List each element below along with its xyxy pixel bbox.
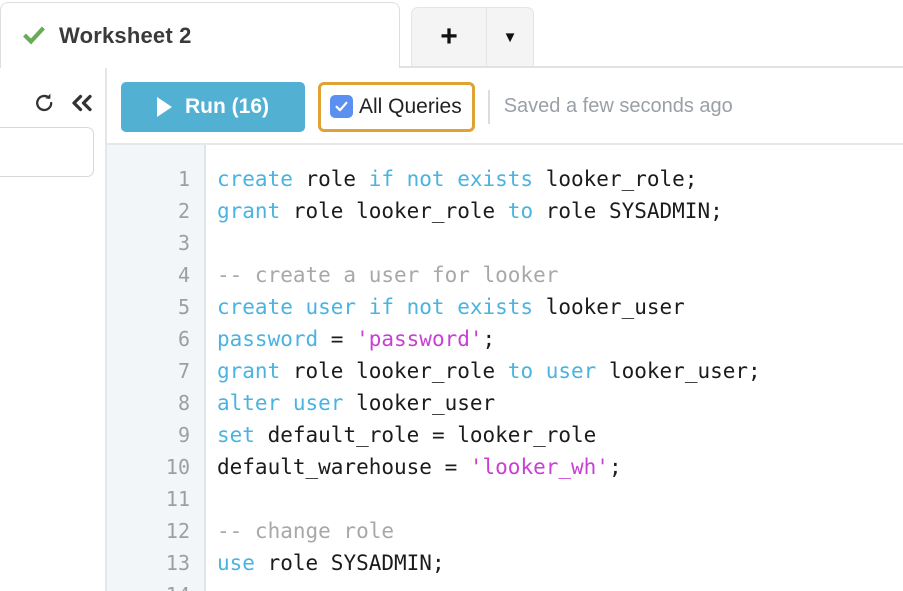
tab-title: Worksheet 2 — [59, 22, 192, 48]
code-token: ; — [608, 455, 622, 479]
code-line: default_warehouse = 'looker_wh'; — [217, 451, 622, 483]
saved-status-text: Saved a few seconds ago — [503, 95, 733, 117]
code-line: grant role looker_role to role SYSADMIN; — [217, 195, 723, 227]
chevrons-left-icon[interactable] — [69, 93, 95, 113]
left-rail-input[interactable] — [0, 127, 94, 177]
code-token: = — [318, 327, 357, 351]
code-token: if not exists — [368, 167, 534, 191]
code-token: role looker_role — [280, 359, 508, 383]
code-token: role looker_role — [280, 199, 508, 223]
code-token: looker_user — [533, 295, 685, 319]
code-token: 'looker_wh' — [469, 455, 609, 479]
caret-down-icon: ▼ — [502, 28, 518, 46]
line-number: 6 — [177, 327, 190, 351]
tab-strip: Worksheet 2 + ▼ — [0, 0, 903, 68]
line-number: 7 — [177, 359, 190, 383]
all-queries-checkbox[interactable]: All Queries — [318, 81, 475, 132]
toolbar-divider — [487, 89, 490, 124]
code-token: grant — [217, 359, 281, 383]
code-token: role SYSADMIN; — [533, 199, 723, 223]
toolbar-underline — [107, 143, 903, 145]
code-token: alter user — [217, 391, 344, 415]
code-line: password = 'password'; — [217, 323, 495, 355]
code-token: create — [217, 167, 293, 191]
line-number: 2 — [177, 199, 190, 223]
line-number: 13 — [165, 551, 190, 575]
line-number: 3 — [177, 231, 190, 255]
code-token: default_warehouse = — [217, 455, 470, 479]
sql-editor[interactable]: 1234567891011121314 create role if not e… — [107, 145, 903, 591]
rail-divider — [105, 68, 107, 591]
code-token: ; — [482, 327, 496, 351]
green-check-icon — [23, 25, 45, 47]
line-number: 14 — [166, 579, 190, 591]
code-token: password — [217, 327, 319, 351]
code-token: looker_role; — [533, 167, 698, 191]
code-token: -- change role — [217, 519, 395, 543]
code-line: create user if not exists looker_user — [217, 291, 685, 323]
code-line: alter user looker_user — [217, 387, 495, 419]
code-line: set default_role = looker_role — [217, 419, 596, 451]
left-rail-icons — [0, 83, 105, 123]
code-line: grant role looker_role to user looker_us… — [217, 355, 761, 387]
editor-toolbar: Run (16) All Queries Saved a few seconds… — [107, 68, 903, 145]
code-line: -- change role — [217, 515, 394, 547]
plus-icon: + — [440, 20, 458, 53]
checkbox-checked-icon — [330, 95, 353, 118]
line-number: 11 — [165, 487, 190, 511]
code-token: default_role = looker_role — [254, 423, 597, 447]
run-button-label: Run (16) — [185, 94, 269, 118]
line-number: 10 — [165, 455, 190, 479]
code-token: create user if not exists — [217, 295, 534, 319]
code-token: looker_user — [343, 391, 496, 415]
code-token: role SYSADMIN; — [254, 551, 445, 575]
code-token: use — [217, 551, 255, 575]
code-line: use role SYSADMIN; — [217, 547, 445, 579]
code-token: -- create a user for looker — [217, 263, 559, 287]
code-line: create role if not exists looker_role; — [217, 163, 697, 195]
run-button[interactable]: Run (16) — [121, 81, 305, 132]
all-queries-label: All Queries — [359, 94, 462, 118]
code-line: -- create a user for looker — [217, 259, 558, 291]
refresh-icon[interactable] — [34, 92, 55, 114]
code-token: set — [217, 423, 255, 447]
code-token: to user — [507, 359, 597, 383]
tab-worksheet-2[interactable]: Worksheet 2 — [0, 2, 400, 68]
line-number: 4 — [177, 263, 190, 287]
worksheet-menu-button[interactable]: ▼ — [487, 7, 534, 66]
add-worksheet-button[interactable]: + — [411, 7, 487, 66]
line-number: 5 — [177, 295, 190, 319]
line-number: 1 — [177, 167, 190, 191]
line-number: 8 — [177, 391, 190, 415]
code-token: role — [292, 167, 369, 191]
code-token: grant — [217, 199, 281, 223]
left-rail — [0, 68, 105, 591]
code-token: looker_user; — [596, 359, 761, 383]
code-area[interactable]: create role if not exists looker_role;gr… — [208, 145, 903, 591]
tab-strip-baseline — [0, 66, 903, 68]
line-number: 12 — [165, 519, 190, 543]
line-number: 9 — [177, 423, 190, 447]
line-number-gutter: 1234567891011121314 — [107, 145, 206, 591]
code-token: 'password' — [356, 327, 483, 351]
code-token: to — [507, 199, 534, 223]
play-triangle-icon — [157, 96, 172, 117]
